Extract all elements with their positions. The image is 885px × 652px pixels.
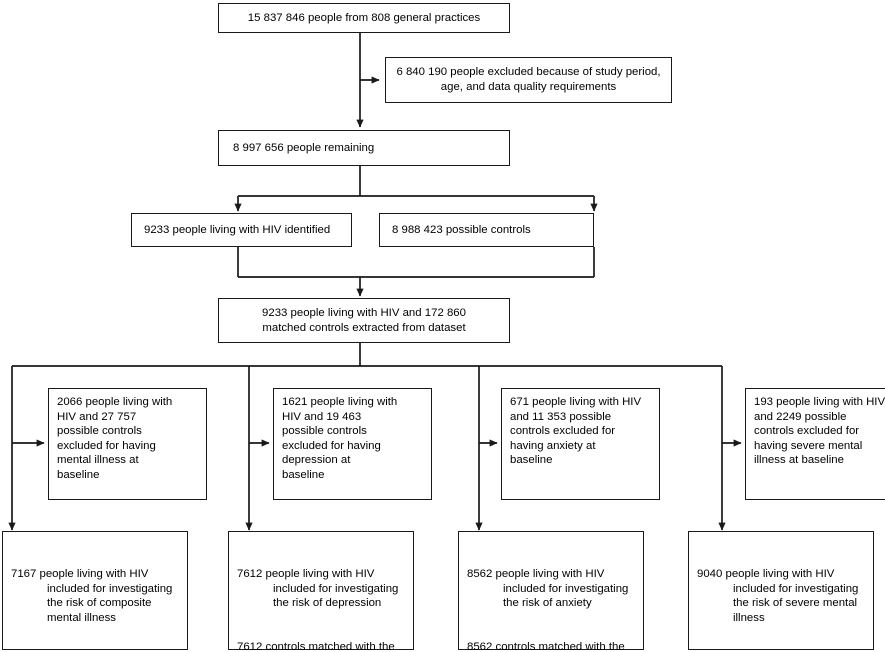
node-outcome-depression: 7612 people living with HIV included for…: [228, 531, 414, 652]
outcome-paragraph-primary: 7612 people living with HIV included for…: [237, 568, 402, 610]
node-remaining: 8 997 656 people remaining: [218, 130, 510, 166]
node-outcome-composite-mental-illness: 7167 people living with HIV included for…: [2, 531, 188, 650]
node-exclusion-depression: 1621 people living with HIV and 19 463 p…: [273, 388, 432, 500]
outcome-paragraph-matched: 8562 controls matched with the 8562 peop…: [467, 641, 625, 652]
node-outcome-severe-mental-illness: 9040 people living with HIV included for…: [688, 531, 874, 650]
node-source: 15 837 846 people from 808 general pract…: [218, 3, 510, 33]
outcome-paragraph-primary: 8562 people living with HIV included for…: [467, 568, 632, 610]
node-excluded-initial: 6 840 190 people excluded because of stu…: [385, 57, 672, 103]
outcome-paragraph-primary: 9040 people living with HIV included for…: [697, 568, 862, 624]
node-possible-controls: 8 988 423 possible controls: [379, 213, 594, 247]
node-exclusion-anxiety: 671 people living with HIV and 11 353 po…: [501, 388, 660, 500]
node-plwh-identified: 9233 people living with HIV identified: [131, 213, 352, 247]
outcome-paragraph-matched: 7612 controls matched with the 7612 peop…: [237, 641, 395, 652]
node-outcome-anxiety: 8562 people living with HIV included for…: [458, 531, 644, 652]
node-exclusion-severe-mental-illness: 193 people living with HIV and 2249 poss…: [745, 388, 885, 500]
node-matched-dataset: 9233 people living with HIV and 172 860 …: [218, 298, 510, 343]
outcome-paragraph-primary: 7167 people living with HIV included for…: [11, 568, 176, 624]
node-exclusion-composite-mental-illness: 2066 people living with HIV and 27 757 p…: [48, 388, 207, 500]
